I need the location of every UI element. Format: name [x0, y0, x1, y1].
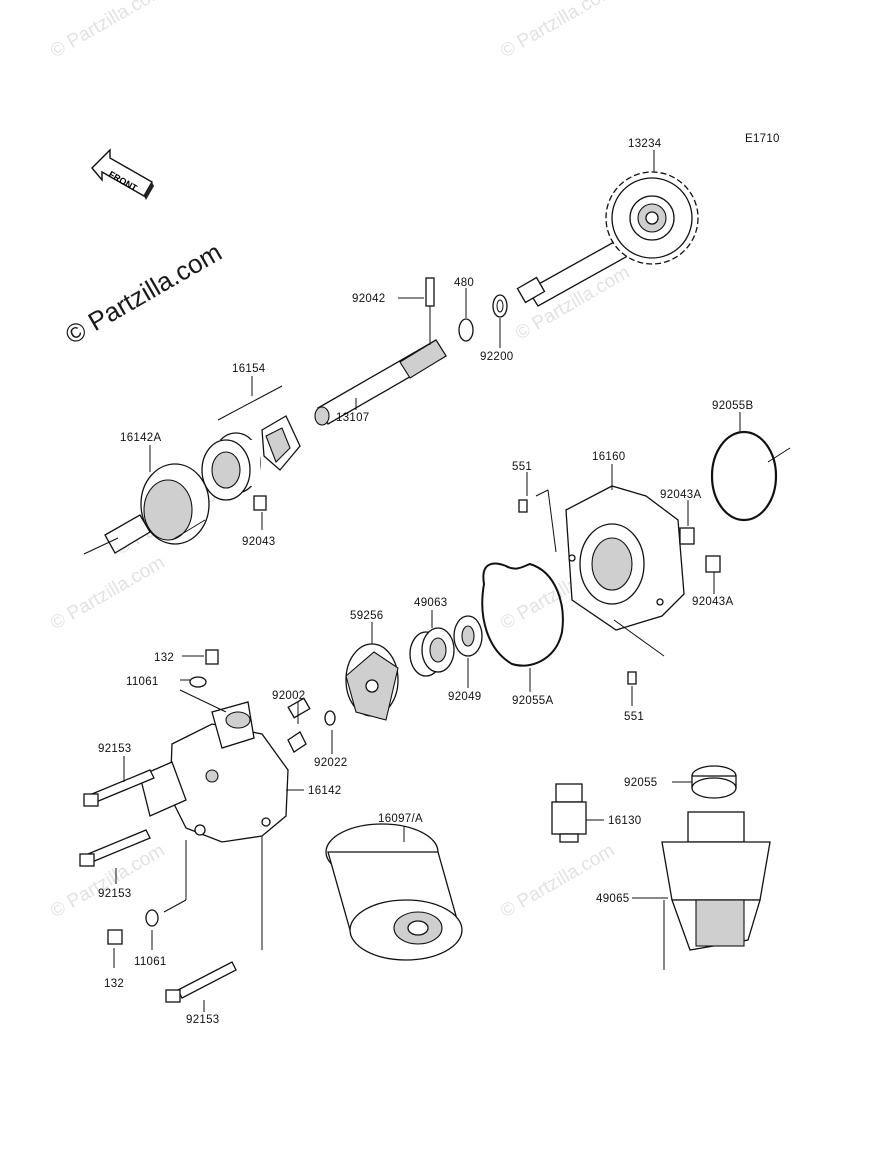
washer-bottom [145, 909, 159, 927]
part-label[interactable]: 132 [104, 978, 124, 990]
oil-filter [325, 823, 463, 961]
part-label[interactable]: 92002 [272, 690, 305, 702]
filter-element [661, 811, 771, 970]
dowel-a-1 [679, 527, 695, 545]
part-label[interactable]: 16130 [608, 815, 641, 827]
part-label[interactable]: 59256 [350, 610, 383, 622]
part-label[interactable]: 132 [154, 652, 174, 664]
dowel-pin [253, 495, 267, 511]
part-label[interactable]: 92200 [480, 351, 513, 363]
front-arrow-icon: FRONT [91, 148, 154, 200]
impeller [345, 643, 399, 721]
pump-shaft [314, 277, 447, 426]
watermark: © Partzilla.com [497, 840, 618, 922]
part-label[interactable]: 92055 [624, 777, 657, 789]
o-ring-large [710, 430, 778, 522]
part-label[interactable]: 92055B [712, 400, 753, 412]
part-label[interactable]: 49063 [414, 597, 447, 609]
part-label[interactable]: 92153 [98, 743, 131, 755]
part-label[interactable]: 13234 [628, 138, 662, 150]
part-label[interactable]: 16142 [308, 785, 341, 797]
part-label[interactable]: 92153 [186, 1014, 219, 1026]
part-label[interactable]: 16160 [592, 451, 625, 463]
drain-bolt-top [189, 649, 219, 688]
pump-cover [565, 485, 685, 631]
watermark-main: © Partzilla.com [60, 237, 227, 351]
part-label[interactable]: 49065 [596, 893, 629, 905]
drain-bolt-bottom [107, 929, 123, 945]
part-label[interactable]: 92043 [242, 536, 275, 548]
watermark: © Partzilla.com [47, 0, 168, 62]
watermark: © Partzilla.com [47, 552, 168, 634]
part-label[interactable]: 16097/A [378, 813, 423, 825]
part-label[interactable]: 92043A [692, 596, 733, 608]
part-label[interactable]: 92043A [660, 489, 701, 501]
watermark: © Partzilla.com [497, 0, 618, 62]
filter-cap [691, 765, 737, 799]
part-label[interactable]: 11061 [126, 676, 159, 688]
threaded-fitting [551, 783, 587, 843]
oil-seal [453, 615, 483, 657]
leader-lines [113, 150, 741, 1012]
pin-top [518, 499, 528, 513]
part-label[interactable]: 92055A [512, 695, 553, 707]
pump-rotor-set [201, 415, 301, 501]
pump-gasket [481, 562, 564, 667]
pump-gear-shaft [516, 171, 699, 307]
diagram-code: E1710 [745, 133, 780, 145]
part-label[interactable]: 551 [624, 711, 644, 723]
mechanical-seal [409, 627, 455, 677]
part-label[interactable]: 92042 [352, 293, 385, 305]
part-label[interactable]: 551 [512, 461, 532, 473]
part-label[interactable]: 11061 [134, 956, 167, 968]
pin-bottom [627, 671, 637, 685]
part-label[interactable]: 92049 [448, 691, 481, 703]
part-label[interactable]: 92153 [98, 888, 131, 900]
part-label[interactable]: 13107 [336, 412, 369, 424]
pump-housing-inner [83, 463, 210, 555]
long-bolts [79, 769, 237, 1003]
circlip-and-washer [458, 294, 508, 342]
part-label[interactable]: 480 [454, 277, 474, 289]
impeller-bolt [287, 697, 336, 753]
part-label[interactable]: 92022 [314, 757, 347, 769]
dowel-a-2 [705, 555, 721, 573]
part-label[interactable]: 16154 [232, 363, 266, 375]
part-label[interactable]: 16142A [120, 432, 161, 444]
part-labels: 13234 92042 480 92200 16154 13107 16142A… [98, 138, 753, 1026]
pump-body [139, 701, 289, 843]
